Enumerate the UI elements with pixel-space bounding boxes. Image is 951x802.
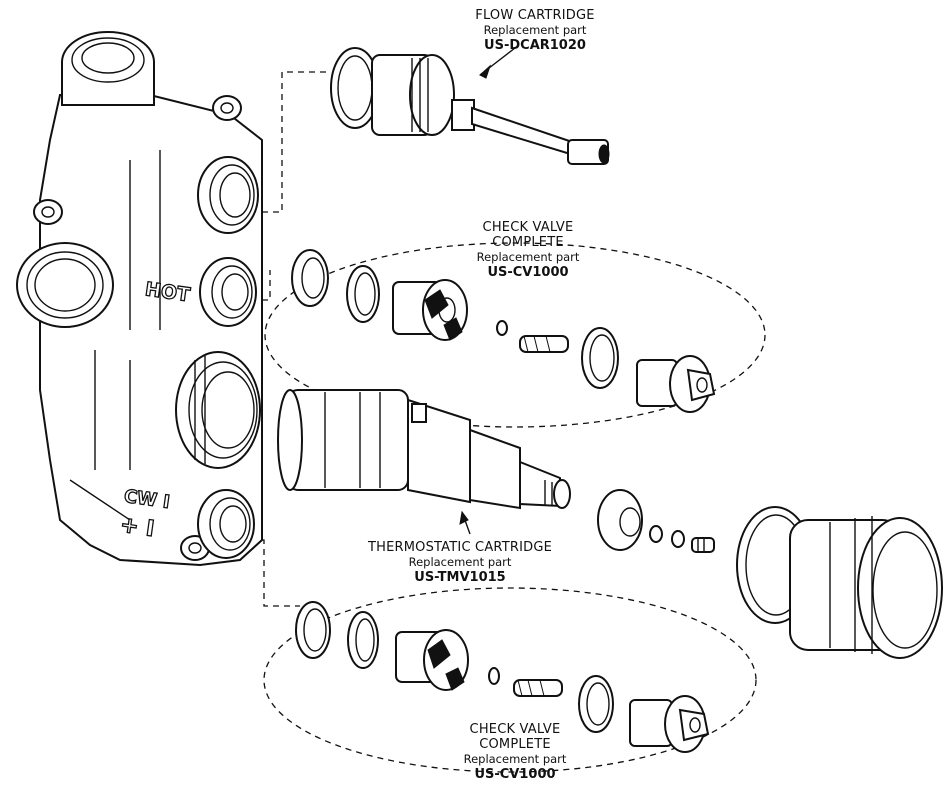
cold-marking-line2: + I — [119, 513, 156, 543]
flow-cartridge-part — [330, 47, 610, 165]
check-valve-bottom-callout: CHECK VALVE COMPLETE Replacement part US… — [450, 722, 580, 782]
thermostatic-cartridge-title: THERMOSTATIC CARTRIDGE — [367, 540, 553, 555]
valve-body — [16, 31, 263, 567]
thermostatic-cartridge-sub: Replacement part — [408, 555, 512, 569]
check-valve-bottom-part — [263, 587, 757, 773]
flow-cartridge-callout: FLOW CARTRIDGE Replacement part US-DCAR1… — [460, 8, 610, 53]
flow-cartridge-title: FLOW CARTRIDGE — [475, 8, 595, 23]
check-valve-top-code: US-CV1000 — [487, 265, 569, 280]
check-valve-bottom-code: US-CV1000 — [474, 767, 556, 782]
flow-cartridge-code: US-DCAR1020 — [484, 38, 586, 53]
check-valve-bottom-title-2: COMPLETE — [479, 737, 551, 752]
check-valve-top-title-2: COMPLETE — [492, 235, 564, 250]
check-valve-bottom-title-1: CHECK VALVE — [469, 722, 561, 737]
check-valve-top-sub: Replacement part — [476, 250, 580, 264]
check-valve-top-callout: CHECK VALVE COMPLETE Replacement part US… — [458, 220, 598, 280]
thermostatic-cartridge-code: US-TMV1015 — [414, 570, 506, 585]
thermostatic-cartridge-part — [277, 389, 943, 659]
check-valve-top-title-1: CHECK VALVE — [482, 220, 574, 235]
check-valve-bottom-sub: Replacement part — [463, 752, 567, 766]
check-valve-top-part — [264, 242, 766, 428]
thermostatic-cartridge-callout: THERMOSTATIC CARTRIDGE Replacement part … — [362, 540, 558, 585]
leader-lines — [262, 47, 516, 607]
flow-cartridge-sub: Replacement part — [483, 23, 587, 37]
